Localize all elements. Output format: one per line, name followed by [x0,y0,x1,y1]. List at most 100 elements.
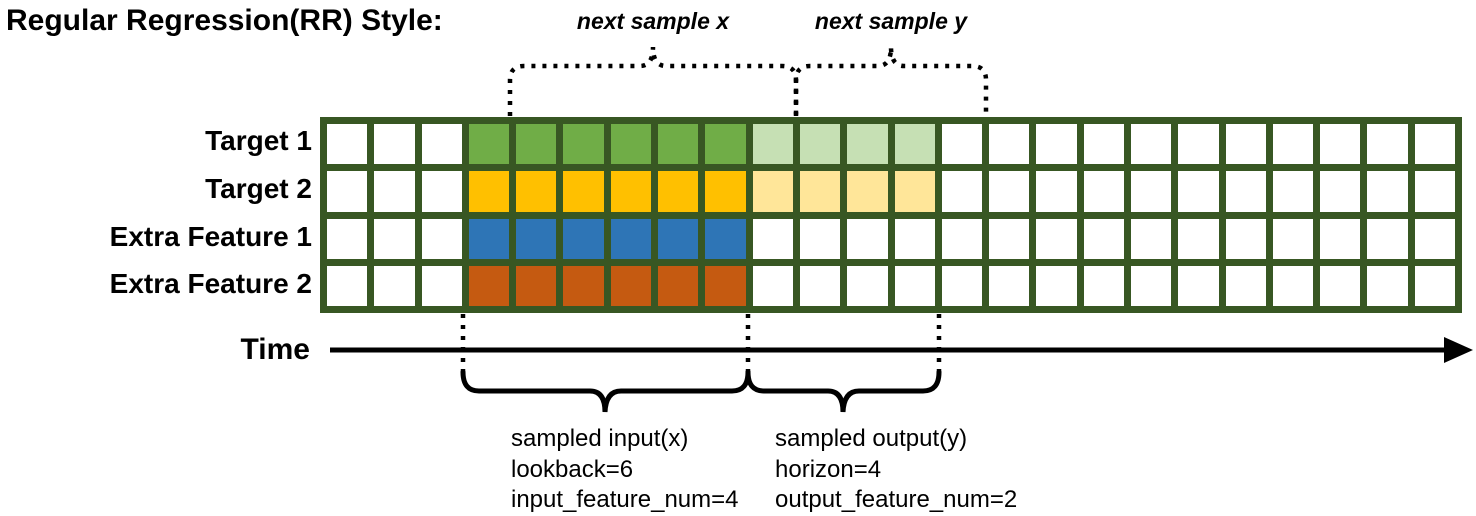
grid-cell [1036,265,1077,306]
grid-cell [1414,265,1455,306]
grid-cell [1036,124,1077,165]
grid-cell [563,265,604,306]
grid-cell [1130,171,1172,212]
grid-cell [1225,124,1266,165]
sampled-input-caption-line-2: lookback=6 [511,455,634,483]
time-axis-title: Time [240,333,310,366]
grid-cell [1414,218,1455,259]
grid-cell [1272,218,1314,259]
sampled-output-caption-line-2: horizon=4 [775,455,882,483]
grid-cell [1272,265,1314,306]
grid-cell [1083,124,1124,165]
grid-cell [1320,265,1361,306]
grid-cell [1367,265,1408,306]
grid-cell [1178,171,1219,212]
grid-cell [516,124,557,165]
grid-cell [847,265,888,306]
grid-cell [941,124,983,165]
grid-cell [705,124,746,165]
sampled-input-caption: sampled input(x) lookback=6 input_featur… [511,424,739,516]
grid-cell [1130,265,1172,306]
next-sample-x-label: next sample x [576,8,730,34]
next-sample-y-label: next sample y [814,8,968,34]
sampled-input-brace [460,369,751,413]
grid-cell [327,218,368,259]
grid-cell [610,171,652,212]
grid-cell [799,265,841,306]
grid-cell [1130,124,1172,165]
grid-cell [941,265,983,306]
grid-cell [1036,218,1077,259]
grid-cell [1130,218,1172,259]
sampled-output-caption: sampled output(y) horizon=4 output_featu… [775,424,1017,516]
grid-cell [516,218,557,259]
grid-cell [1083,171,1124,212]
grid-cell [421,218,462,259]
grid-cell [752,124,793,165]
grid-cell [516,171,557,212]
row-label-extra-feature-2: Extra Feature 2 [109,268,312,299]
grid-cell [516,265,557,306]
grid-cell [894,124,935,165]
time-arrowhead [1444,337,1473,363]
grid-cell [468,265,510,306]
grid-cell [705,218,746,259]
grid-cell [752,171,793,212]
grid-cell [799,124,841,165]
grid-cell [1272,124,1314,165]
grid-cell [658,265,699,306]
grid-cell [847,218,888,259]
grid-cell [894,265,935,306]
grid-cell [1083,218,1124,259]
grid-cell [468,218,510,259]
grid-cell [1367,218,1408,259]
grid-cell [989,218,1030,259]
grid-cell [989,171,1030,212]
next-sample-x-brace [507,46,799,116]
grid-cell [1225,265,1266,306]
grid-cell [1320,124,1361,165]
grid-cell [989,265,1030,306]
grid-cell [1036,171,1077,212]
grid-cell [705,265,746,306]
row-label-target-2: Target 2 [205,173,312,204]
grid-cell [847,171,888,212]
grid-cell [658,171,699,212]
grid-cell [1225,218,1266,259]
grid-cell [705,171,746,212]
grid-cell [421,265,462,306]
grid-cell [1225,171,1266,212]
grid-cell [894,171,935,212]
sampled-output-caption-line-3: output_feature_num=2 [775,486,1018,513]
next-sample-y-brace [793,46,989,116]
grid-cell [1367,124,1408,165]
grid-cell [610,265,652,306]
grid-cell [1320,218,1361,259]
grid-cell [1320,171,1361,212]
sampled-output-caption-line-1: sampled output(y) [775,425,968,452]
sampled-output-brace [745,369,942,413]
grid-cell [563,124,604,165]
grid-cell [327,171,368,212]
grid-cell [894,218,935,259]
grid-cell [610,218,652,259]
grid-cell [374,124,415,165]
grid-cell [327,265,368,306]
grid-cell [1272,171,1314,212]
grid-cell [563,218,604,259]
grid-cell [799,171,841,212]
grid-cell [563,171,604,212]
grid-cell [752,265,793,306]
row-label-extra-feature-1: Extra Feature 1 [109,221,312,252]
grid-cell [1414,171,1455,212]
grid-cell [941,171,983,212]
grid-cell [610,124,652,165]
sampled-input-caption-line-3: input_feature_num=4 [511,486,739,513]
grid-cell [468,171,510,212]
grid-cell [374,218,415,259]
sampled-input-caption-line-1: sampled input(x) [511,425,689,452]
page-title: Regular Regression(RR) Style: [6,4,443,37]
grid-cell [799,218,841,259]
